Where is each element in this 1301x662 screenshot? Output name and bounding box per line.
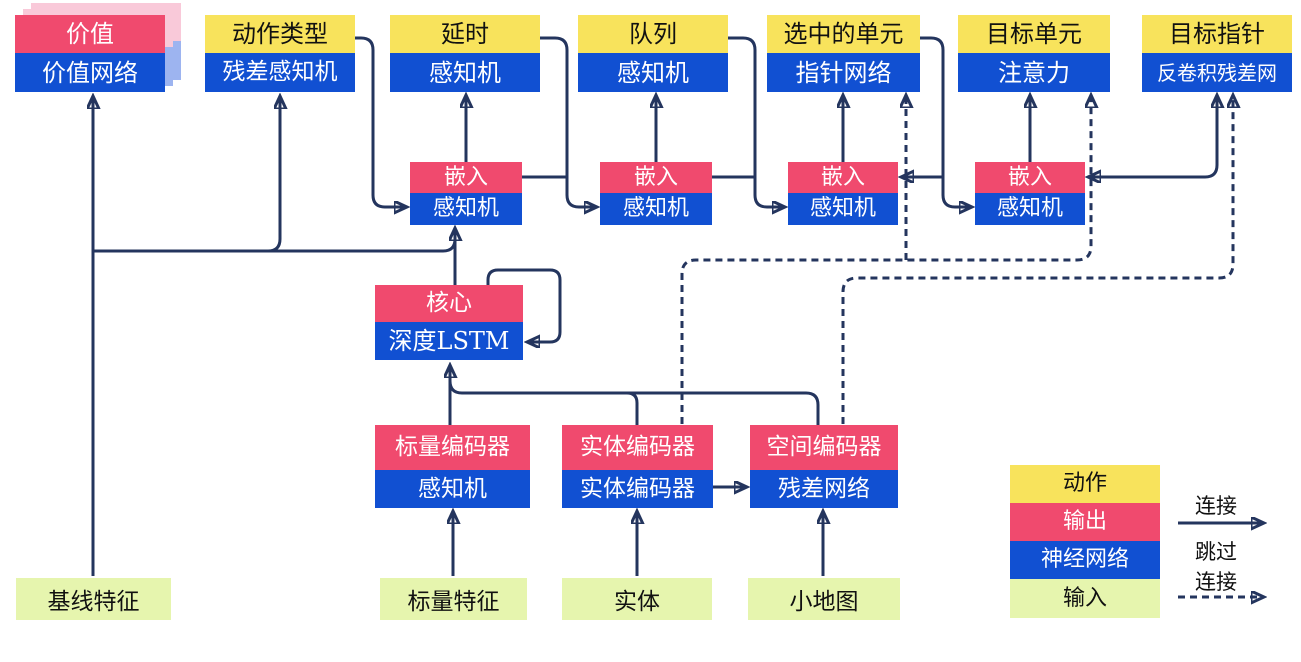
queue-head-label: 队列	[578, 15, 728, 53]
skip-spatialenc-to-deconv	[841, 96, 1233, 424]
legend-skip-label-line1: 跳过	[1195, 540, 1237, 564]
input-entities: 实体	[562, 578, 712, 620]
queue-network-label: 感知机	[578, 53, 728, 92]
target-point-head-label: 目标指针	[1142, 15, 1292, 53]
wire-entityenc-to-core	[626, 391, 639, 425]
node-value: 价值 价值网络	[15, 15, 165, 92]
spatial-encoder-label: 空间编码器	[750, 425, 898, 470]
input-baseline-features: 基线特征	[16, 578, 171, 620]
entity-encoder-label: 实体编码器	[562, 425, 713, 470]
value-head-label: 价值	[15, 15, 165, 53]
legend-network-label: 神经网络	[1010, 541, 1160, 579]
selected-units-network-label: 指针网络	[767, 53, 920, 92]
legend-output-label: 输出	[1010, 503, 1160, 541]
target-point-network-label: 反卷积残差网	[1142, 53, 1292, 92]
core-label: 核心	[375, 285, 523, 322]
wire-actiontype-to-embed1	[355, 36, 406, 207]
node-target-unit: 目标单元 注意力	[958, 15, 1110, 92]
node-entity-encoder: 实体编码器 实体编码器	[562, 425, 713, 508]
wire-selected-to-embed4	[920, 36, 971, 207]
skip-entityenc-to-attention	[680, 96, 1091, 424]
entity-encoder-network-label: 实体编码器	[562, 470, 713, 508]
node-queue: 队列 感知机	[578, 15, 728, 92]
input-scalar-features: 标量特征	[380, 578, 527, 620]
embed-1-network-label: 感知机	[410, 193, 522, 225]
core-network-label: 深度LSTM	[375, 322, 523, 360]
node-selected-units: 选中的单元 指针网络	[767, 15, 920, 92]
scalar-encoder-network-label: 感知机	[375, 470, 530, 508]
embed-2-label: 嵌入	[600, 162, 712, 193]
legend-input-label: 输入	[1010, 579, 1160, 618]
node-delay: 延时 感知机	[390, 15, 540, 92]
legend-skip-label-line2: 连接	[1195, 570, 1237, 594]
value-network-label: 价值网络	[15, 53, 165, 92]
embed-3-label: 嵌入	[788, 162, 898, 193]
delay-network-label: 感知机	[390, 53, 540, 92]
legend-action-label: 动作	[1010, 465, 1160, 503]
node-embed-4: 嵌入 感知机	[975, 162, 1085, 225]
wire-delay-to-embed2	[540, 36, 596, 207]
embed-3-network-label: 感知机	[788, 193, 898, 225]
embed-4-label: 嵌入	[975, 162, 1085, 193]
wire-spatialenc-to-core	[448, 380, 820, 425]
scalar-encoder-label: 标量编码器	[375, 425, 530, 470]
target-unit-network-label: 注意力	[958, 53, 1110, 92]
legend-connection-label: 连接	[1195, 494, 1237, 518]
node-core: 核心 深度LSTM	[375, 285, 523, 360]
target-unit-head-label: 目标单元	[958, 15, 1110, 53]
wire-to-targetpoint	[1088, 96, 1217, 179]
embed-2-network-label: 感知机	[600, 193, 712, 225]
wire-trunk-to-actiontype	[267, 97, 280, 253]
node-action-type: 动作类型 残差感知机	[205, 15, 355, 92]
node-scalar-encoder: 标量编码器 感知机	[375, 425, 530, 508]
node-target-point: 目标指针 反卷积残差网	[1142, 15, 1292, 92]
node-embed-2: 嵌入 感知机	[600, 162, 712, 225]
delay-head-label: 延时	[390, 15, 540, 53]
action-type-network-label: 残差感知机	[205, 53, 355, 92]
selected-units-head-label: 选中的单元	[767, 15, 920, 53]
legend-color-key: 动作 输出 神经网络 输入	[1010, 465, 1160, 618]
wire-queue-to-embed3	[728, 36, 784, 207]
embed-4-network-label: 感知机	[975, 193, 1085, 225]
action-type-head-label: 动作类型	[205, 15, 355, 53]
node-spatial-encoder: 空间编码器 残差网络	[750, 425, 898, 508]
wire-core-self-loop	[486, 268, 562, 342]
input-minimap: 小地图	[748, 578, 900, 620]
spatial-encoder-network-label: 残差网络	[750, 470, 898, 508]
embed-1-label: 嵌入	[410, 162, 522, 193]
node-embed-1: 嵌入 感知机	[410, 162, 522, 225]
node-embed-3: 嵌入 感知机	[788, 162, 898, 225]
